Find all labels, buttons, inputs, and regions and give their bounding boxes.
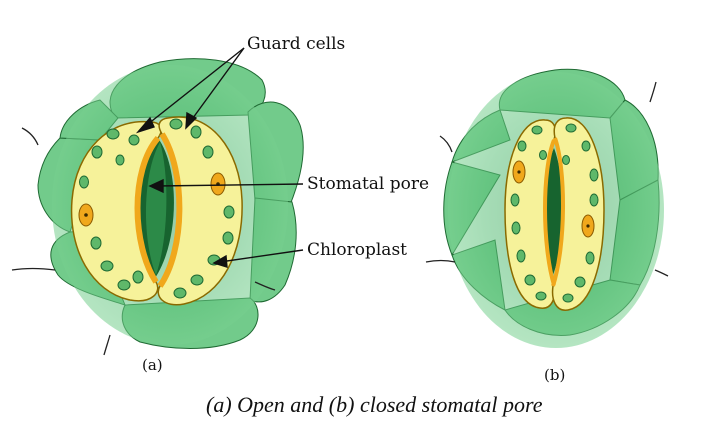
chloroplasts-b — [510, 123, 599, 303]
chloroplasts-right-a — [169, 118, 235, 299]
stomatal-pore-label: Stomatal pore — [307, 174, 430, 194]
closed-stoma-group — [425, 68, 669, 348]
guard-cells-label: Guard cells — [247, 34, 346, 54]
subfigure-b-label: (b) — [544, 366, 566, 384]
open-stoma-group — [11, 58, 304, 356]
leader-lines — [135, 47, 304, 268]
chloroplasts-left-a — [79, 128, 144, 291]
chloroplast-label: Chloroplast — [307, 240, 407, 260]
figure-caption: (a) Open and (b) closed stomatal pore — [206, 392, 543, 417]
subfigure-a-label: (a) — [142, 356, 163, 374]
